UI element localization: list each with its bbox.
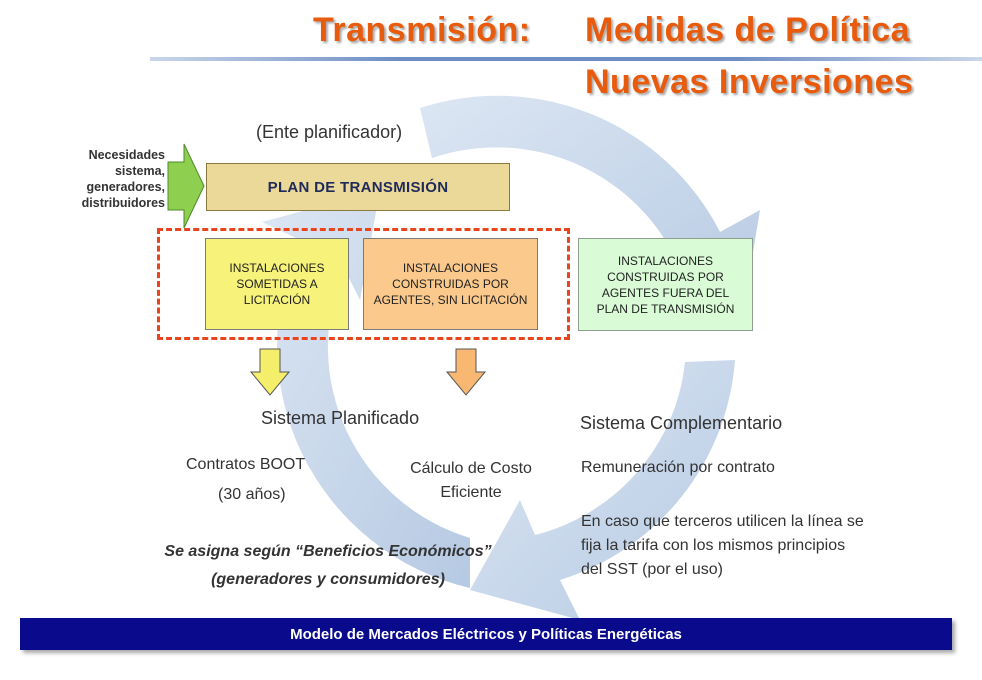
calculo-costo: Cálculo de Costo Eficiente — [388, 457, 554, 505]
terceros-line-1: En caso que terceros utilicen la línea s… — [581, 513, 864, 530]
title-line2: Nuevas Inversiones — [585, 63, 914, 101]
sistema-complementario-heading: Sistema Complementario — [580, 413, 783, 433]
needs-arrow-icon — [167, 143, 205, 229]
box-licitacion: INSTALACIONES SOMETIDAS A LICITACIÓN — [205, 238, 349, 330]
calculo-line-2: Eficiente — [440, 484, 502, 501]
needs-line: Necesidades — [88, 148, 165, 162]
down-arrow-orange-icon — [446, 348, 486, 396]
title-line1-right: Medidas de Política — [585, 11, 911, 49]
contratos-anios: (30 años) — [218, 486, 286, 503]
beneficios-line-2: (generadores y consumidores) — [211, 571, 445, 588]
remuneracion-contrato: Remuneración por contrato — [581, 459, 775, 476]
box-fuera-plan: INSTALACIONES CONSTRUIDAS POR AGENTES FU… — [578, 238, 753, 331]
title-rule — [150, 57, 982, 61]
terceros-line-2: fija la tarifa con los mismos principios — [581, 537, 846, 554]
sistema-planificado-heading: Sistema Planificado — [261, 408, 420, 428]
beneficios-line-1: Se asigna según “Beneficios Económicos” — [164, 543, 492, 560]
terceros-line-3: del SST (por el uso) — [581, 561, 723, 578]
contratos-boot: Contratos BOOT — [186, 456, 306, 473]
footer-banner: Modelo de Mercados Eléctricos y Política… — [20, 618, 952, 650]
needs-line: distribuidores — [81, 196, 165, 210]
needs-line: sistema, — [114, 164, 165, 178]
planificado-group-border — [157, 228, 570, 340]
plan-transmision-box: PLAN DE TRANSMISIÓN — [206, 163, 510, 211]
box-agentes-sin-licitacion: INSTALACIONES CONSTRUIDAS POR AGENTES, S… — [363, 238, 538, 330]
calculo-line-1: Cálculo de Costo — [410, 460, 532, 477]
needs-text: Necesidades sistema, generadores, distri… — [40, 147, 165, 211]
beneficios-text: Se asigna según “Beneficios Económicos” … — [110, 538, 546, 594]
terceros-text: En caso que terceros utilicen la línea s… — [581, 510, 864, 582]
title-line1-left: Transmisión: — [313, 11, 531, 49]
needs-line: generadores, — [86, 180, 165, 194]
down-arrow-yellow-icon — [250, 348, 290, 396]
ente-label: (Ente planificador) — [256, 122, 403, 142]
